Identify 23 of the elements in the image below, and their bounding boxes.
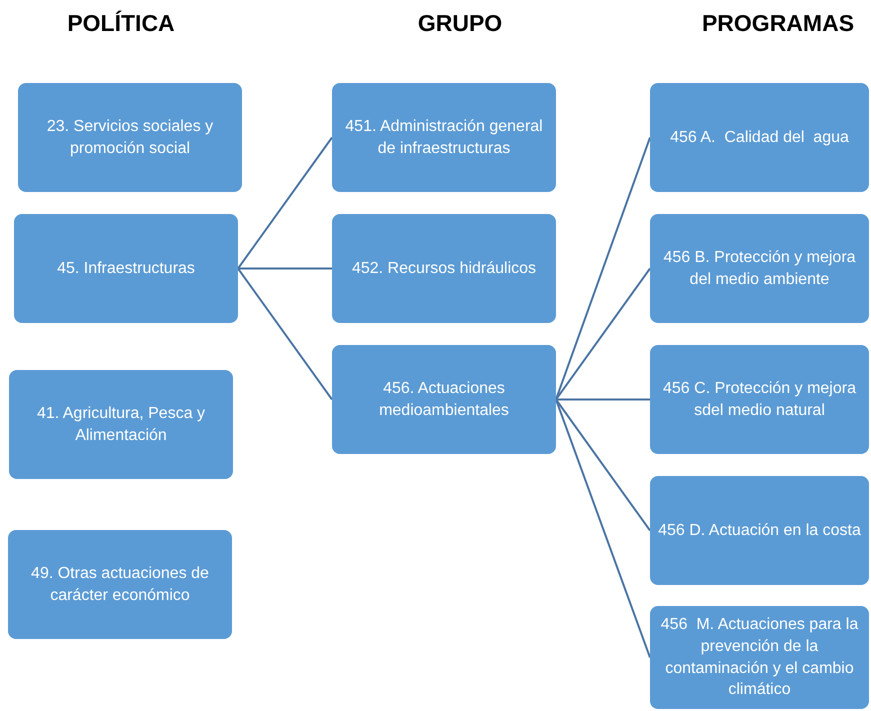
- category-box: 456 D. Actuación en la costa: [650, 476, 869, 585]
- column-heading: POLÍTICA: [67, 10, 175, 37]
- connector-line: [555, 398, 651, 532]
- connector-line: [555, 268, 651, 400]
- category-box: 49. Otras actuaciones de carácter económico: [8, 530, 232, 639]
- category-box: 45. Infraestructuras: [14, 214, 238, 323]
- category-box: 456 C. Protección y mejora sdel medio natural: [650, 345, 869, 454]
- category-box: 456 B. Protección y mejora del medio ambiente: [650, 214, 869, 323]
- category-box: 451. Administración general de infraestructuras: [332, 83, 556, 192]
- category-box: 452. Recursos hidráulicos: [332, 214, 556, 323]
- connector-line: [237, 136, 333, 270]
- column-heading: PROGRAMAS: [702, 10, 854, 37]
- connector-line: [555, 137, 651, 400]
- category-box: 456 A. Calidad del agua: [650, 83, 869, 192]
- category-box: 456. Actuaciones medioambientales: [332, 345, 556, 454]
- connector-line: [238, 268, 332, 270]
- connector-line: [237, 268, 333, 400]
- connector-line: [555, 399, 651, 658]
- category-box: 456 M. Actuaciones para la prevención de la contaminación y el cambio climático: [650, 606, 869, 709]
- category-box: 23. Servicios sociales y promoción social: [18, 83, 242, 192]
- connector-line: [556, 398, 650, 400]
- column-heading: GRUPO: [418, 10, 502, 37]
- category-box: 41. Agricultura, Pesca y Alimentación: [9, 370, 233, 479]
